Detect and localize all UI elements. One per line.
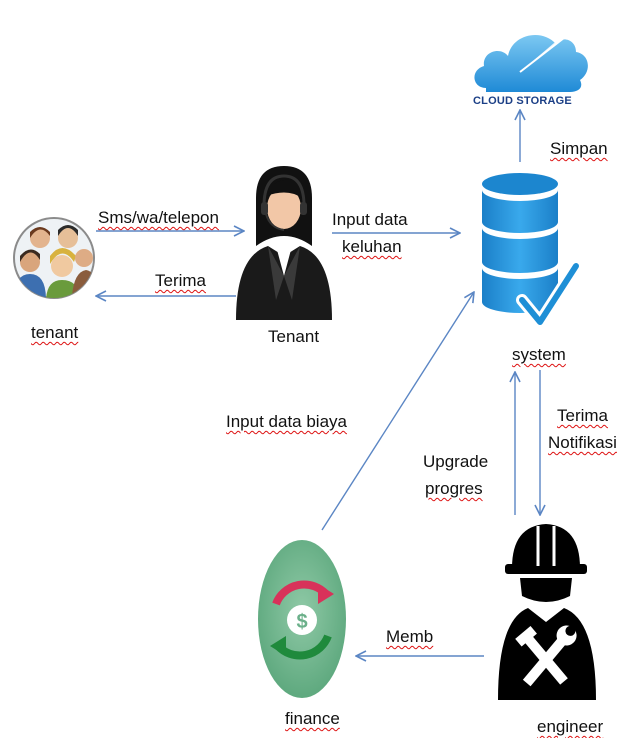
edge-label-upgrade-1: Upgrade [423, 452, 489, 471]
node-label-system: system [512, 345, 566, 364]
arrows [96, 110, 540, 656]
edge-label-upgrade-2: progres [425, 479, 483, 498]
tenant-group-icon [13, 217, 95, 299]
edge-label-sms: Sms/wa/telepon [98, 208, 219, 227]
engineer-icon [498, 524, 596, 700]
svg-text:$: $ [296, 611, 307, 633]
arrow-input-biaya [321, 292, 474, 531]
edge-label-terima-tenant: Terima [155, 271, 207, 290]
cloud-storage-icon [474, 10, 590, 92]
edge-label-input-biaya: Input data biaya [226, 412, 347, 431]
edge-label-simpan: Simpan [550, 139, 608, 158]
edge-label-terima-notifikasi-1: Terima [557, 406, 609, 425]
node-label-tenant-agent: Tenant [268, 327, 320, 346]
node-label-engineer: engineer [537, 717, 604, 736]
edge-label-input-keluhan-1: Input data [332, 210, 408, 229]
finance-icon: $ [258, 540, 346, 698]
node-label-tenant-group: tenant [31, 323, 79, 342]
cloud-storage-label: CLOUD STORAGE [473, 95, 572, 107]
edge-label-memb: Memb [386, 627, 434, 646]
tenant-agent-icon [236, 166, 332, 320]
edge-label-input-keluhan-2: keluhan [342, 237, 402, 256]
node-label-finance: finance [285, 709, 340, 728]
edge-label-terima-notifikasi-2: Notifikasi [548, 433, 617, 452]
database-icon [482, 173, 582, 328]
